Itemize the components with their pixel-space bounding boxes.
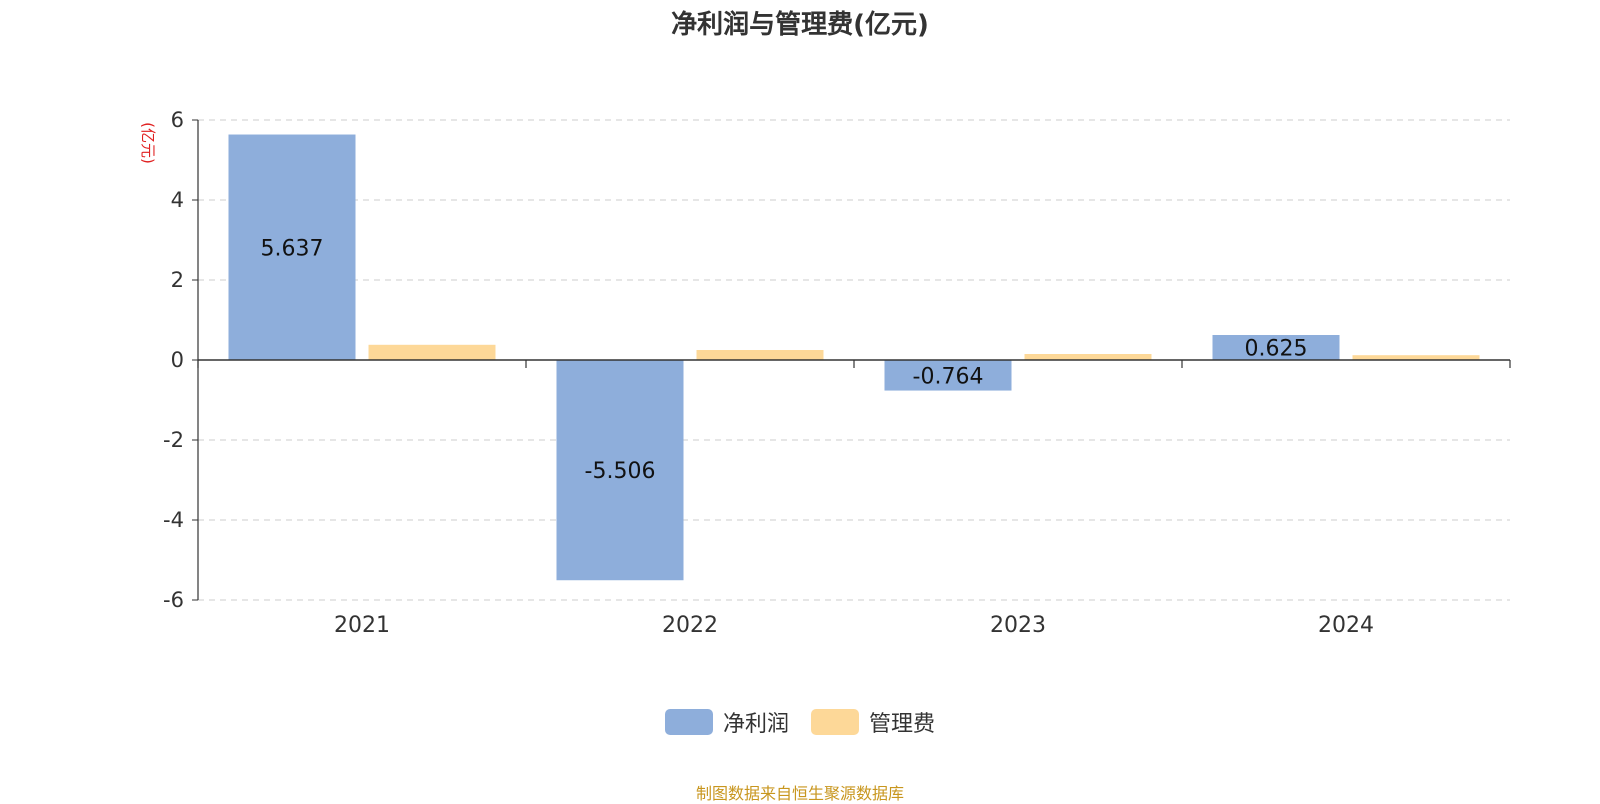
y-tick-label: 4 [171, 188, 184, 212]
bar-net-profit-2023 [884, 360, 1012, 391]
bar-admin-fee-2024 [1352, 355, 1480, 360]
y-tick-label: 6 [171, 108, 184, 132]
x-tick-label-2024: 2024 [1318, 613, 1374, 638]
x-tick-label-2023: 2023 [990, 613, 1046, 638]
bar-net-profit-2022 [556, 360, 684, 581]
data-label-net-profit-2023: -0.764 [913, 364, 984, 389]
legend-swatch-net-profit [664, 709, 713, 735]
bar-net-profit-2024 [1212, 335, 1340, 360]
y-tick-label: 0 [171, 348, 184, 372]
legend-item-admin-fee[interactable]: 管理费 [811, 706, 935, 738]
legend-swatch-admin-fee [811, 709, 859, 735]
bar-net-profit-2021 [228, 134, 356, 360]
data-labels: 5.637 -5.506 -0.764 0.625 [261, 236, 1308, 484]
bar-admin-fee-2021 [368, 344, 496, 360]
legend-label-admin-fee: 管理费 [869, 712, 936, 737]
legend-label-net-profit: 净利润 [722, 712, 789, 737]
y-tick-label: 2 [171, 268, 184, 292]
y-axis-label: (亿元) [139, 122, 157, 164]
bar-admin-fee-2023 [1024, 354, 1152, 360]
chart-title: 净利润与管理费(亿元) [671, 10, 929, 40]
bars [228, 134, 1480, 581]
data-label-net-profit-2022: -5.506 [585, 459, 656, 484]
y-tick-label: -2 [163, 428, 184, 452]
source-note: 制图数据来自恒生聚源数据库 [695, 784, 904, 803]
x-tick-label-2022: 2022 [662, 613, 718, 638]
legend-item-net-profit[interactable]: 净利润 [664, 706, 789, 738]
y-tick-label: -6 [163, 588, 184, 612]
data-label-net-profit-2024: 0.625 [1245, 337, 1308, 362]
data-label-net-profit-2021: 5.637 [261, 236, 324, 261]
axes: 6 4 2 0 -2 -4 -6 2021 2022 2023 2024 [163, 108, 1511, 638]
legend: 净利润 管理费 [0, 706, 1600, 738]
bar-admin-fee-2022 [696, 350, 824, 360]
y-tick-label: -4 [163, 508, 184, 532]
x-tick-label-2021: 2021 [334, 613, 390, 638]
bar-chart: 6 4 2 0 -2 -4 -6 2021 2022 2023 2024 5.637 -5.506 -0… [139, 108, 1511, 638]
grid-lines [198, 119, 1510, 601]
